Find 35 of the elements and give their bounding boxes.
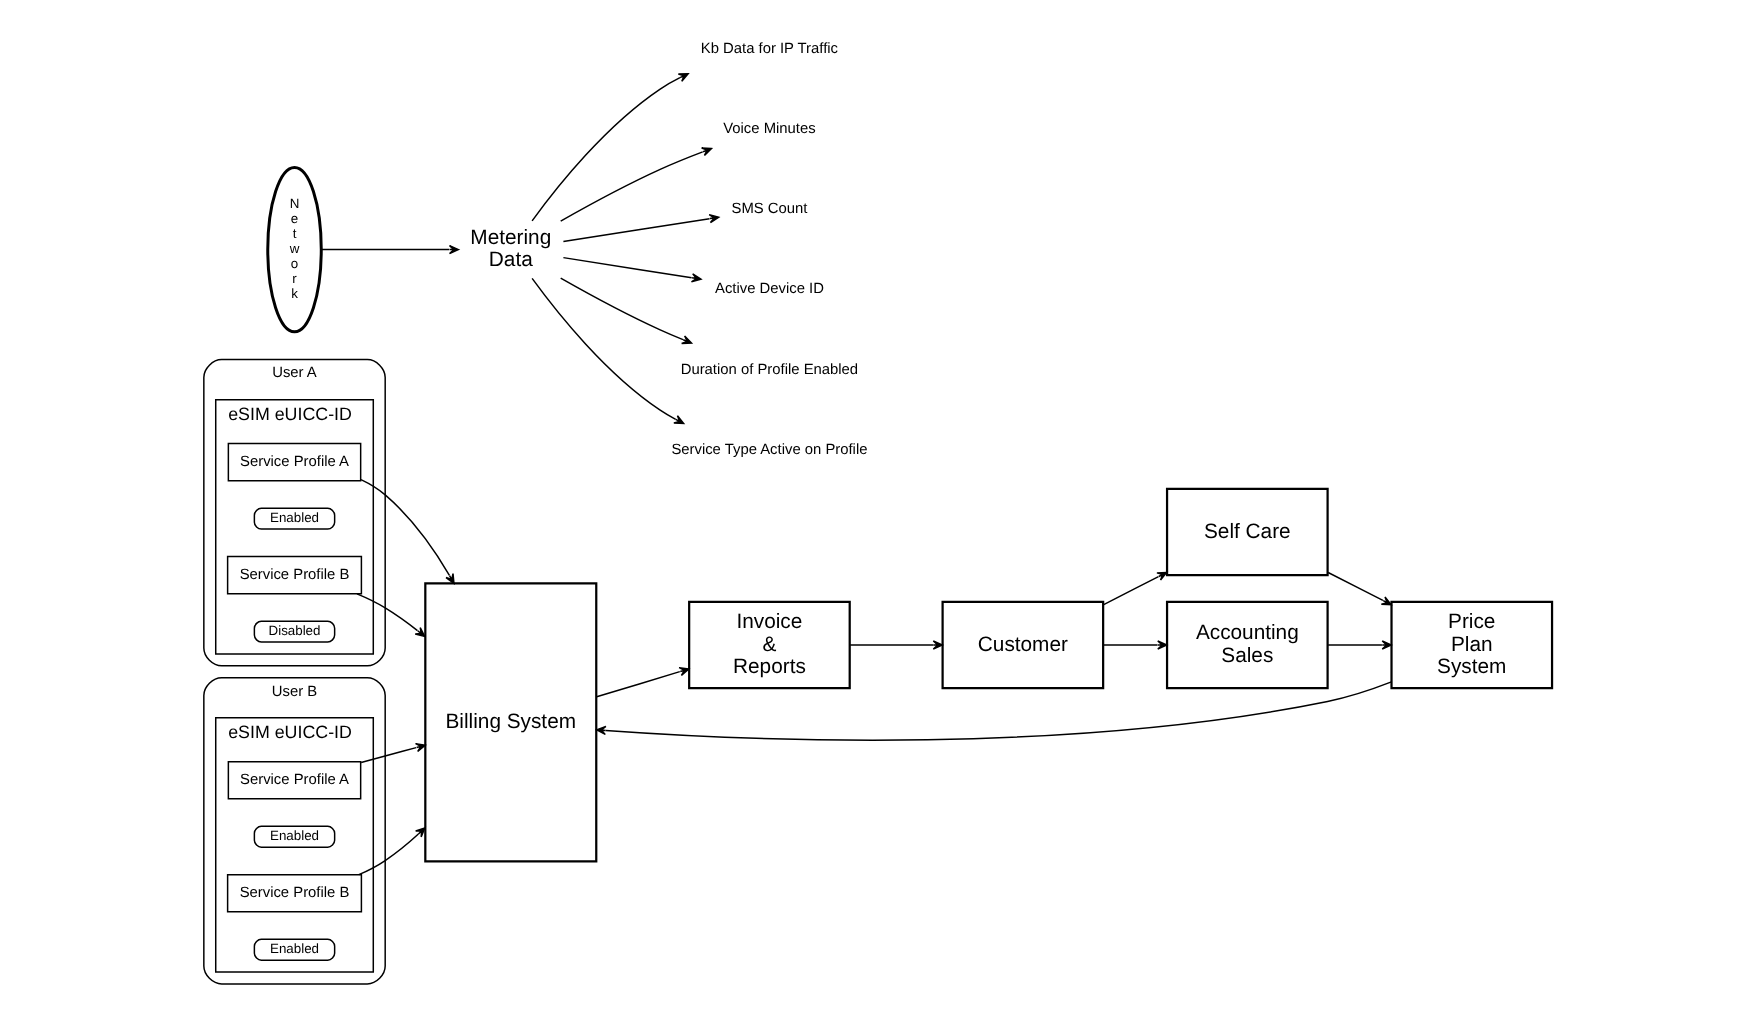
- node-text: SMS Count: [730, 199, 807, 218]
- node-box: Service Profile A: [226, 442, 361, 482]
- arrow: [558, 147, 712, 222]
- node-box: Service Profile B: [225, 873, 362, 913]
- arrow: [561, 256, 701, 283]
- arrow: [558, 277, 692, 345]
- node-box: Accounting Sales: [1164, 600, 1328, 690]
- arrow: [561, 213, 719, 243]
- node-text: Metering Data: [469, 227, 551, 273]
- node-box: Self Care: [1164, 487, 1328, 577]
- node-box: Price Plan System: [1389, 600, 1553, 690]
- arrow: [1101, 640, 1167, 650]
- arrow: [1326, 571, 1391, 606]
- node-box: Invoice & Reports: [687, 600, 850, 690]
- arrow: [1101, 571, 1167, 606]
- arrow: [355, 593, 425, 638]
- node-text: Voice Minutes: [722, 118, 815, 137]
- arrow: [530, 73, 688, 222]
- arrow: [594, 681, 1392, 741]
- arrow: [848, 640, 942, 650]
- arrow: [319, 244, 459, 255]
- node-box: Billing System: [423, 582, 597, 863]
- node-text: Duration of Profile Enabled: [679, 359, 858, 378]
- node-text: Active Device ID: [713, 279, 823, 298]
- node-box: Service Profile B: [225, 555, 362, 595]
- node-box: Service Profile A: [226, 760, 361, 800]
- node-text: Kb Data for IP Traffic: [699, 38, 838, 57]
- arrow: [1326, 640, 1391, 650]
- arrow: [359, 478, 454, 585]
- node-box: Customer: [940, 600, 1104, 690]
- arrow: [359, 742, 425, 764]
- arrow: [594, 666, 689, 698]
- node-text: Service Type Active on Profile: [670, 440, 867, 458]
- arrow: [530, 277, 684, 425]
- arrow: [357, 827, 425, 876]
